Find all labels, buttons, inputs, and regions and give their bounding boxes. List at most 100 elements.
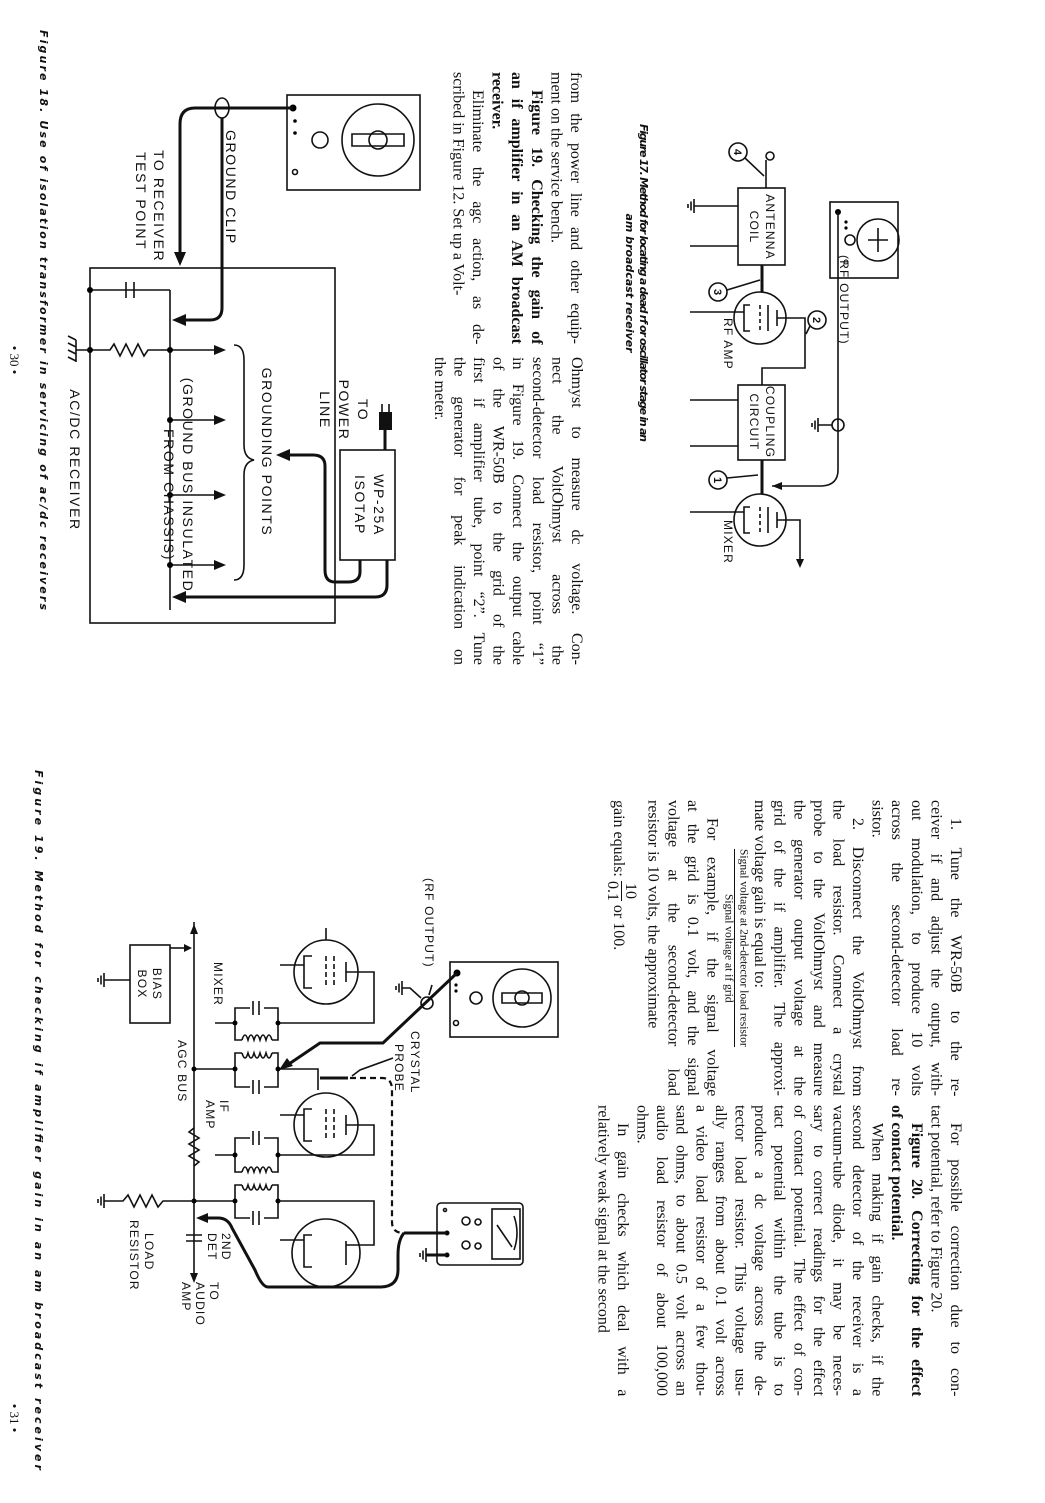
chassis-ground-icon xyxy=(67,335,90,362)
text-line: sistor. xyxy=(868,800,886,838)
if-label: IF xyxy=(217,1100,231,1113)
text-line: second-detector load resistor, point “1” xyxy=(528,357,546,665)
text-line: tector load resistor. This voltage usu- xyxy=(731,1105,749,1396)
text-line: of contact potential. The effect of con- xyxy=(790,1105,808,1396)
mixer-label: MIXER xyxy=(721,520,735,564)
text-line: Figure 19. Checking the gain of xyxy=(527,89,545,344)
amp-label: AMP xyxy=(203,1100,217,1130)
figure-17: (RF OUTPUT) ANTENNA COIL RF AMP COUPLING… xyxy=(623,124,900,568)
brace xyxy=(233,344,255,581)
page31-steps: 1. Tune the WR-50B to the re-ceiver if a… xyxy=(749,800,965,1096)
text-line: across the second-detector load re- xyxy=(888,800,906,1096)
formula-numerator: Signal voltage at 2nd-detector load resi… xyxy=(734,849,749,1047)
svg-text:1: 1 xyxy=(711,477,723,483)
audio-label: AUDIO xyxy=(193,1282,207,1326)
text-line: the generator for peak indication on xyxy=(450,357,468,665)
text-line: produce a dc voltage across the de- xyxy=(751,1105,769,1396)
grounding-point-arrows xyxy=(167,345,226,570)
to-label: TO xyxy=(355,399,371,421)
text-line: sary to correct readings for the effect xyxy=(809,1105,827,1396)
figure-17-caption-line2: am broadcast receiver xyxy=(623,213,636,353)
gain-fraction: 10 0.1 xyxy=(604,880,639,901)
page30-text-right-column: Ohmyst to measure dc voltage. Con-nect t… xyxy=(431,357,586,665)
svg-text:2: 2 xyxy=(810,317,822,323)
bias-label: BIAS xyxy=(150,968,164,1000)
text-line: Eliminate the agc action, as de- xyxy=(469,89,487,344)
amp-label-2: AMP xyxy=(179,1282,193,1312)
meter-cable xyxy=(206,1216,406,1289)
paragraph: Ohmyst to measure dc voltage. Con-nect t… xyxy=(429,357,586,665)
capacitor-icon xyxy=(125,282,135,298)
rf-output-label: (RF OUTPUT) xyxy=(837,255,851,345)
isotap-box xyxy=(339,449,396,561)
text-line: sand ohms, to about 0.5 volt across an xyxy=(672,1105,690,1396)
test-point-2: 2 xyxy=(805,310,827,335)
acdc-receiver-label: AC/DC RECEIVER xyxy=(67,389,83,530)
text-line: at the grid is 0.1 volt, and the signal xyxy=(683,800,701,1096)
if-transformer-3 xyxy=(215,1131,281,1175)
load-resistor xyxy=(97,1193,194,1209)
probe-label: PROBE xyxy=(392,1044,406,1092)
bypass-capacitor xyxy=(186,1234,202,1242)
text-line: relatively weak signal at the second xyxy=(594,1105,612,1333)
svg-text:3: 3 xyxy=(711,289,723,295)
ground-icon xyxy=(811,418,832,432)
ground-clip-label: GROUND CLIP xyxy=(223,130,239,245)
paragraph: For possible correction due to con-tact … xyxy=(926,1105,965,1396)
figure-19: (RF OUTPUT) CRYSTAL PROBE AGC BUS BIAS B… xyxy=(32,770,559,1471)
antenna-label: ANTENNA xyxy=(763,194,777,260)
page30-text-left-column: from the power line and other equip-ment… xyxy=(445,72,585,344)
rf-output-cable xyxy=(772,212,839,487)
rf-amp-label: RF AMP xyxy=(721,318,735,370)
figure-19-caption: Figure 19. Method for checking if amplif… xyxy=(32,770,45,1471)
circuit-label: CIRCUIT xyxy=(747,393,761,450)
text-line: resistor is 10 volts, the approximate xyxy=(644,800,662,1029)
rf-output-cable xyxy=(285,971,459,1068)
text-line: In gain checks which deal with a xyxy=(613,1122,631,1396)
text-line: ceiver if and adjust the output, with- xyxy=(927,800,945,1096)
text-line: the generator output voltage at the xyxy=(790,800,808,1096)
text-line: in Figure 19. Connect the output cable xyxy=(509,357,527,665)
text-line: mate voltage gain is equal to: xyxy=(751,800,769,988)
page-number-30: • 30 • xyxy=(7,346,22,375)
text-line: the meter. xyxy=(430,357,448,421)
mixer-label: MIXER xyxy=(211,962,225,1006)
text-line: Ohmyst to measure dc voltage. Con- xyxy=(568,357,585,665)
svg-text:4: 4 xyxy=(731,149,743,156)
line-label: LINE xyxy=(317,391,333,429)
text-line: ohms. xyxy=(633,1105,651,1144)
figure-17-caption-line1: Figure 17. Method for locating a dead rf… xyxy=(637,124,650,442)
text-line: tact potential, refer to Figure 20. xyxy=(927,1105,945,1313)
grounding-points-label: GROUNDING POINTS xyxy=(259,368,275,537)
receiver-chassis-box xyxy=(89,267,336,624)
gain-prefix: gain equals: xyxy=(609,800,627,877)
text-line: of contact potential. xyxy=(888,1105,906,1241)
detector-tube xyxy=(291,1218,361,1288)
coil-label: COIL xyxy=(747,211,761,244)
voltohmyst-meter xyxy=(436,1202,524,1266)
paragraph: from the power line and other equip-ment… xyxy=(546,72,585,344)
page31-text-right-column: For possible correction due to con-tact … xyxy=(593,1105,965,1396)
text-line: For example, if the signal voltage xyxy=(703,817,721,1096)
power-label: POWER xyxy=(336,380,352,441)
text-line: grid of the if amplifier. The approxi- xyxy=(770,800,788,1096)
gain-formula: Signal voltage at 2nd-detector load resi… xyxy=(721,802,749,1094)
text-line: 1. Tune the WR-50B to the re- xyxy=(947,817,964,1096)
test-point-label: TEST POINT xyxy=(133,152,149,250)
text-line: probe to the VoltOhmyst and measure xyxy=(809,800,827,1096)
gain-suffix: or 100. xyxy=(609,904,627,951)
if-transformer-2 xyxy=(191,1050,319,1094)
if-transformer-4 xyxy=(191,1182,281,1225)
text-line: tact potential within the tube is to xyxy=(770,1105,788,1396)
text-line: vacuum-tube diode, it may be neces- xyxy=(829,1105,847,1396)
formula-denominator: Signal voltage at if grid xyxy=(722,893,735,1003)
text-line: For possible correction due to con- xyxy=(947,1122,964,1396)
paragraph: Eliminate the agc action, as de-scribed … xyxy=(448,72,487,344)
paragraph: 1. Tune the WR-50B to the re-ceiver if a… xyxy=(867,800,965,1096)
resistor-label: RESISTOR xyxy=(127,1220,141,1291)
